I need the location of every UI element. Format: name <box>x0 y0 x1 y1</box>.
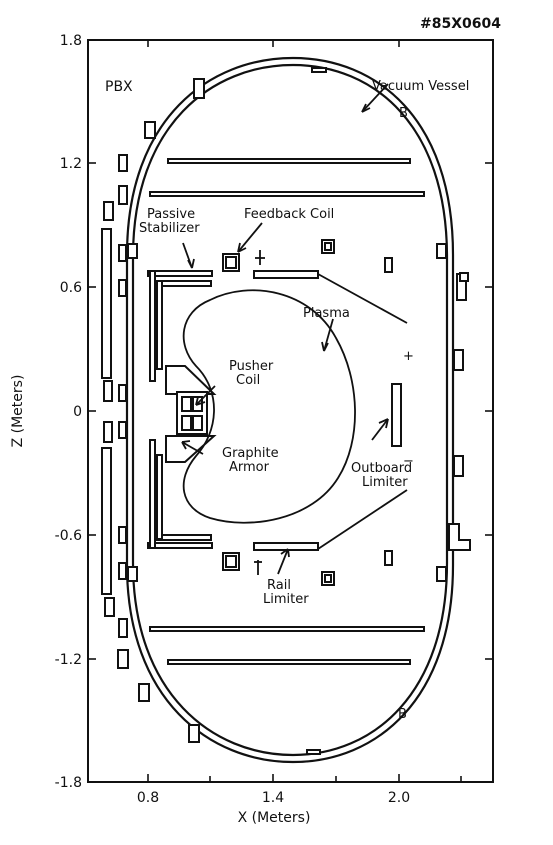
b-field-label-upper: B <box>399 106 408 121</box>
coil-block <box>118 244 127 262</box>
x-tick-label: 2.0 <box>388 790 410 806</box>
pusher-coil-winding <box>181 396 192 412</box>
outboard-limiter-label: Limiter <box>362 475 408 490</box>
passive-stabilizer-plate <box>149 270 156 382</box>
vessel-port <box>127 243 138 259</box>
coil-block <box>118 185 128 205</box>
lower-rail-1 <box>149 626 425 632</box>
plasma-label: Plasma <box>303 306 350 321</box>
coil-block <box>103 421 113 443</box>
coil-block <box>193 78 205 99</box>
x-tick-label: 0.8 <box>137 790 159 806</box>
rail-limiter-label: Rail <box>267 578 291 593</box>
graphite-armor-lower <box>165 435 217 463</box>
y-tick-label: 1.8 <box>60 33 82 49</box>
pusher-coil-winding <box>181 415 192 431</box>
x-axis-label: X (Meters) <box>238 810 311 826</box>
coil-block <box>384 550 393 566</box>
callout-leaders <box>181 83 408 575</box>
coil-block <box>104 597 115 617</box>
y-tick-label: 1.2 <box>60 156 82 172</box>
coil-block <box>138 683 150 702</box>
feedback-coil-upper-inner <box>225 256 237 269</box>
ohmic-coil-stack <box>101 228 112 379</box>
graphite-armor-label: Graphite <box>222 446 279 461</box>
rail-limiter-upper <box>253 270 319 279</box>
vacuum-vessel-inner <box>131 63 449 757</box>
vessel-port <box>436 566 447 582</box>
coil-block <box>306 749 321 755</box>
coil-block <box>118 618 128 638</box>
coil-block <box>118 526 127 544</box>
coil-block-inner <box>324 242 332 251</box>
plus-marker: + <box>403 349 414 364</box>
coil-block <box>103 380 113 402</box>
passive-stabilizer-plate <box>147 542 213 549</box>
figure-id-stamp: #85X0604 <box>420 16 501 32</box>
passive-stabilizer-plate <box>147 270 213 277</box>
coil-block <box>117 649 129 669</box>
feedback-coil-label: Feedback Coil <box>244 207 334 222</box>
x-axis: 0.8 1.4 2.0 X (Meters) <box>137 40 462 826</box>
passive-stabilizer-plate <box>156 534 212 541</box>
graphite-armor-upper <box>165 365 217 395</box>
coil-block <box>118 154 128 172</box>
y-axis: 1.8 1.2 0.6 0 -0.6 -1.2 -1.8 Z (Meters) <box>10 33 493 791</box>
coil-block <box>118 384 127 402</box>
passive-stabilizer-label: Stabilizer <box>139 221 200 236</box>
y-axis-label: Z (Meters) <box>10 375 26 448</box>
passive-stabilizer-plate <box>149 439 156 549</box>
pusher-coil-label: Coil <box>236 373 260 388</box>
outboard-limiter-label: Outboard <box>351 461 412 476</box>
minus-marker: − <box>403 454 414 469</box>
rail-limiter-label: Limiter <box>263 592 309 607</box>
y-tick-label: 0.6 <box>60 280 82 296</box>
pusher-coil-label: Pusher <box>229 359 274 374</box>
coil-block <box>118 562 127 580</box>
passive-stabilizer-plate <box>156 280 212 287</box>
graphite-armor-label: Armor <box>229 460 270 475</box>
x-tick-label: 1.4 <box>262 790 284 806</box>
b-field-label-lower: B <box>398 707 407 722</box>
coil-block <box>453 349 464 371</box>
vacuum-vessel-label: Vacuum Vessel <box>372 79 469 94</box>
vessel-port <box>436 243 447 259</box>
coil-block <box>118 421 127 439</box>
y-tick-label: -1.2 <box>55 652 82 668</box>
coil-block <box>188 724 200 743</box>
coil-block <box>144 121 156 139</box>
coil-block <box>311 67 327 73</box>
coil-block <box>118 279 127 297</box>
y-tick-label: -0.6 <box>55 528 82 544</box>
pusher-coil-winding <box>192 415 203 431</box>
coil-block <box>384 257 393 273</box>
plasma-boundary <box>182 289 356 524</box>
outboard-limiter <box>391 383 402 447</box>
upper-rail-1 <box>167 158 411 164</box>
passive-stabilizer-plate <box>156 280 163 370</box>
upper-rail-2 <box>149 191 425 197</box>
y-tick-label: 0 <box>73 404 82 420</box>
y-tick-label: -1.8 <box>55 775 82 791</box>
coil-block <box>453 455 464 477</box>
ohmic-coil-stack <box>101 447 112 595</box>
rail-limiter-lower <box>253 542 319 551</box>
coil-block-inner <box>324 574 332 583</box>
coil-block <box>103 201 114 221</box>
vessel-port <box>127 566 138 582</box>
device-label: PBX <box>105 79 133 95</box>
lower-rail-2 <box>167 659 411 665</box>
coil-block <box>459 272 469 282</box>
passive-stabilizer-plate <box>156 454 163 540</box>
feedback-coil-lower-inner <box>225 555 237 568</box>
coil-block <box>448 523 471 551</box>
vacuum-vessel-outer <box>125 56 455 764</box>
passive-stabilizer-label: Passive <box>147 207 195 222</box>
